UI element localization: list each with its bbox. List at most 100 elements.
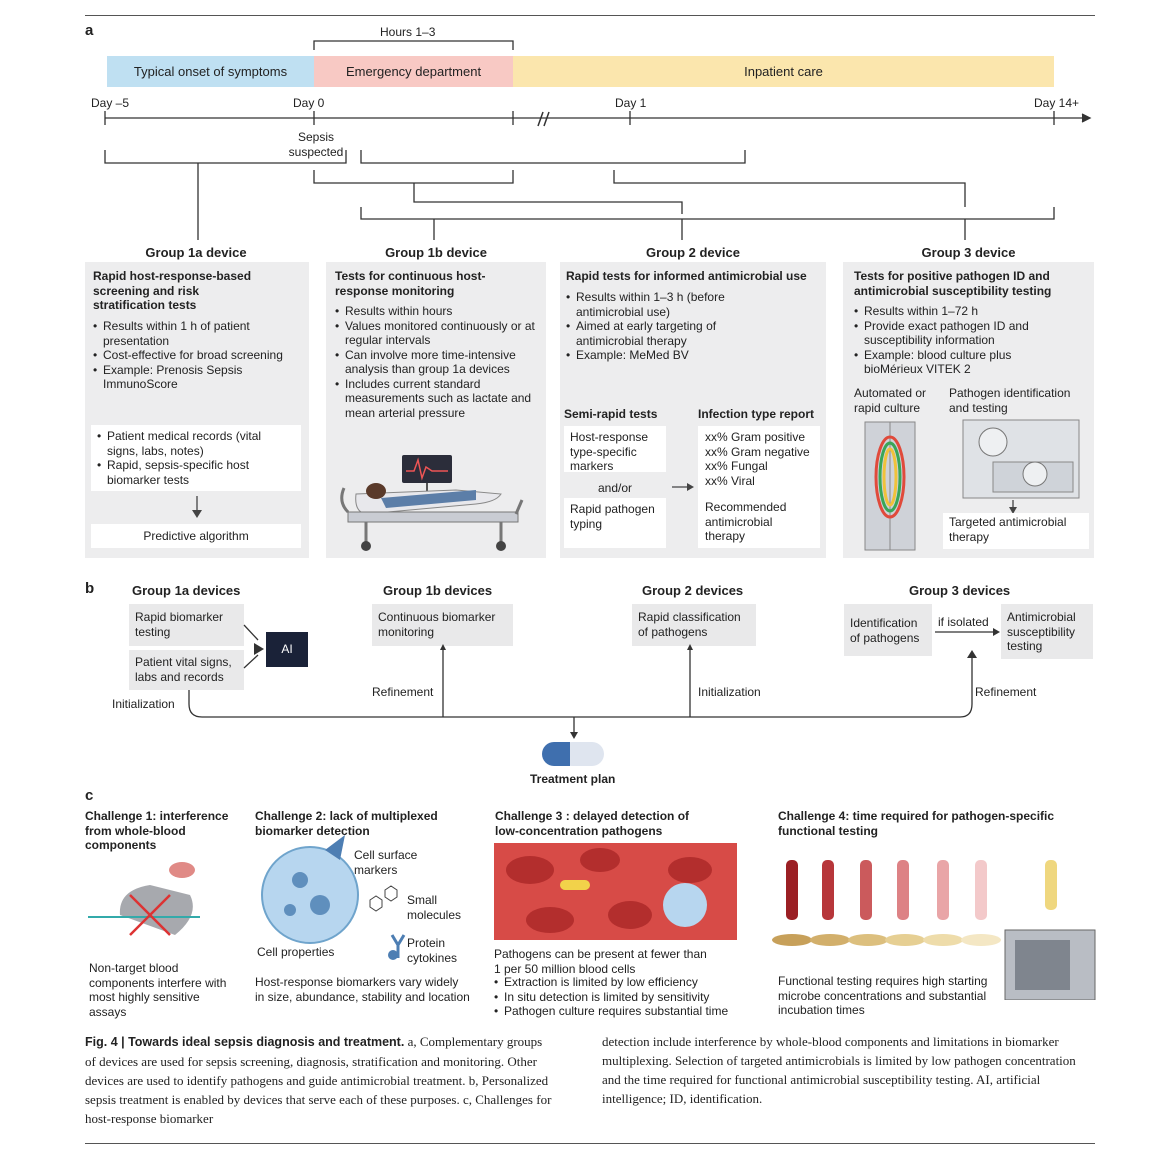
rapid-biomarker-box: Rapid biomarker testing (129, 604, 244, 646)
timeline-lines (104, 40, 1092, 240)
tick-day1: Day 1 (615, 96, 647, 110)
tick-day14: Day 14+ (1034, 96, 1080, 110)
challenge3-title: Challenge 3 : delayed detection of low-c… (495, 809, 690, 838)
input-item: Patient medical records (vital signs, la… (97, 429, 295, 458)
treatment-plan-label: Treatment plan (530, 772, 616, 786)
challenge2-desc: Host-response biomarkers vary widely in … (255, 975, 470, 1004)
group1a-panel: Rapid host-response-based screening and … (85, 262, 309, 558)
tick-day0: Day 0 (293, 96, 325, 110)
group1b-heading: Tests for continuous host-response monit… (335, 269, 486, 298)
bullet: Extraction is limited by low efficiency (494, 975, 754, 990)
if-isolated-label: if isolated (938, 615, 989, 629)
group2-bullets: Results within 1–3 h (before antimicrobi… (566, 290, 766, 363)
challenge4-desc: Functional testing requires high startin… (778, 974, 988, 1017)
caption-left: Fig. 4 | Towards ideal sepsis diagnosis … (85, 1034, 552, 1126)
flow-connectors (188, 624, 1000, 766)
automated-culture-label: Automated or rapid culture (854, 386, 927, 415)
bullet: Provide exact pathogen ID and susceptibi… (854, 319, 1064, 348)
group1a-title: Group 1a device (145, 245, 247, 260)
bullet: Results within 1–3 h (before antimicrobi… (566, 290, 766, 319)
challenge2-title: Challenge 2: lack of multiplexed biomark… (255, 809, 438, 838)
bullet: Example: Prenosis Sepsis ImmunoScore (93, 363, 298, 392)
host-response-markers-box: Host-response type-specific markers (564, 426, 666, 473)
bullet: Includes current standard measurements s… (335, 377, 540, 421)
group1b-title: Group 1b device (385, 245, 487, 260)
targeted-therapy-box: Targeted antimicrobial therapy (943, 513, 1089, 549)
hours-label: Hours 1–3 (380, 25, 436, 39)
challenge1-title: Challenge 1: interference from whole-blo… (85, 809, 229, 852)
small-molecules-label: Small molecules (407, 893, 462, 922)
bullet: Results within 1–72 h (854, 304, 1064, 319)
input-item: Rapid, sepsis-specific host biomarker te… (97, 458, 295, 487)
blood-interference-illustration (88, 862, 200, 936)
ast-box: Antimicrobial susceptibility testing (1001, 604, 1093, 659)
blood-cells-illustration (494, 843, 737, 940)
group2-title: Group 2 device (646, 245, 740, 260)
group3-heading: Tests for positive pathogen ID and antim… (854, 269, 1052, 298)
bullet: Results within 1 h of patient presentati… (93, 319, 298, 348)
hospital-bed-illustration (340, 455, 524, 551)
bullet: Can involve more time-intensive analysis… (335, 348, 540, 377)
group1a-bullets: Results within 1 h of patient presentati… (93, 319, 298, 392)
protein-cytokines-label: Protein cytokines (407, 936, 458, 965)
bullet: Example: blood culture plus bioMérieux V… (854, 348, 1064, 377)
group1a-inputs-box: Patient medical records (vital signs, la… (91, 425, 301, 491)
challenge1-desc: Non-target blood components interfere wi… (89, 961, 227, 1019)
rapid-pathogen-typing-box: Rapid pathogen typing (564, 498, 666, 548)
vital-signs-box: Patient vital signs, labs and records (129, 650, 244, 690)
flow-group1a-title: Group 1a devices (132, 583, 241, 598)
flow-group3-title: Group 3 devices (909, 583, 1011, 598)
immune-cell-illustration (261, 835, 406, 960)
challenge3-bullets: Extraction is limited by low efficiency … (494, 975, 754, 1019)
lab-instruments-illustration (864, 419, 1080, 551)
caption-right: detection include interference by whole-… (602, 1034, 1076, 1106)
pathogen-identification-label: Pathogen identification and testing (949, 386, 1071, 415)
bullet: Example: MeMed BV (566, 348, 766, 363)
initialization-label-1: Initialization (112, 697, 175, 711)
phase-inpatient: Inpatient care (513, 56, 1054, 87)
challenge3-desc: Pathogens can be present at fewer than 1… (494, 947, 707, 976)
phase-emergency: Emergency department (314, 56, 513, 87)
infection-report-box: xx% Gram positive xx% Gram negative xx% … (698, 426, 820, 548)
cell-properties-label: Cell properties (257, 945, 335, 959)
group1a-arrow (192, 496, 202, 518)
predictive-algorithm-box: Predictive algorithm (91, 524, 301, 548)
phase-onset: Typical onset of symptoms (107, 56, 314, 87)
sepsis-suspected-label: Sepsis suspected (288, 130, 344, 159)
group1a-heading: Rapid host-response-based screening and … (93, 269, 252, 312)
group3-bullets: Results within 1–72 h Provide exact path… (854, 304, 1064, 377)
bullet: In situ detection is limited by sensitiv… (494, 990, 754, 1005)
group1b-bullets: Results within hours Values monitored co… (335, 304, 540, 420)
cell-surface-label: Cell surface markers (354, 848, 418, 877)
bottom-rule (85, 1143, 1095, 1144)
pill-icon (542, 742, 604, 766)
group2-panel: Rapid tests for informed antimicrobial u… (560, 262, 826, 558)
group3-panel: Tests for positive pathogen ID and antim… (843, 262, 1094, 558)
infection-report-title: Infection type report (698, 407, 815, 421)
group2-arrow (672, 483, 694, 491)
bullet: Results within hours (335, 304, 540, 319)
ai-box: AI (266, 632, 308, 667)
rapid-classification-box: Rapid classification of pathogens (632, 604, 756, 646)
refinement-label-2: Refinement (975, 685, 1037, 699)
panel-label-b: b (85, 580, 95, 597)
group1a-inputs: Patient medical records (vital signs, la… (91, 425, 301, 491)
refinement-label-1: Refinement (372, 685, 434, 699)
group2-heading: Rapid tests for informed antimicrobial u… (566, 269, 807, 283)
identification-box: Identification of pathogens (844, 604, 932, 656)
group1b-panel: Tests for continuous host-response monit… (326, 262, 546, 558)
challenge-illustrations (88, 835, 1096, 1000)
flow-group2-title: Group 2 devices (642, 583, 744, 598)
continuous-monitoring-box: Continuous biomarker monitoring (372, 604, 513, 646)
panel-label-a: a (85, 22, 94, 39)
top-rule (85, 15, 1095, 16)
challenge4-title: Challenge 4: time required for pathogen-… (778, 809, 1055, 838)
bullet: Values monitored continuously or at regu… (335, 319, 540, 348)
flow-group1b-title: Group 1b devices (383, 583, 493, 598)
bullet: Pathogen culture requires substantial ti… (494, 1004, 754, 1019)
bullet: Aimed at early targeting of antimicrobia… (566, 319, 766, 348)
group3-title: Group 3 device (921, 245, 1016, 260)
semi-rapid-title: Semi-rapid tests (564, 407, 658, 421)
serial-dilution-illustration (772, 860, 1096, 1000)
initialization-label-2: Initialization (698, 685, 761, 699)
